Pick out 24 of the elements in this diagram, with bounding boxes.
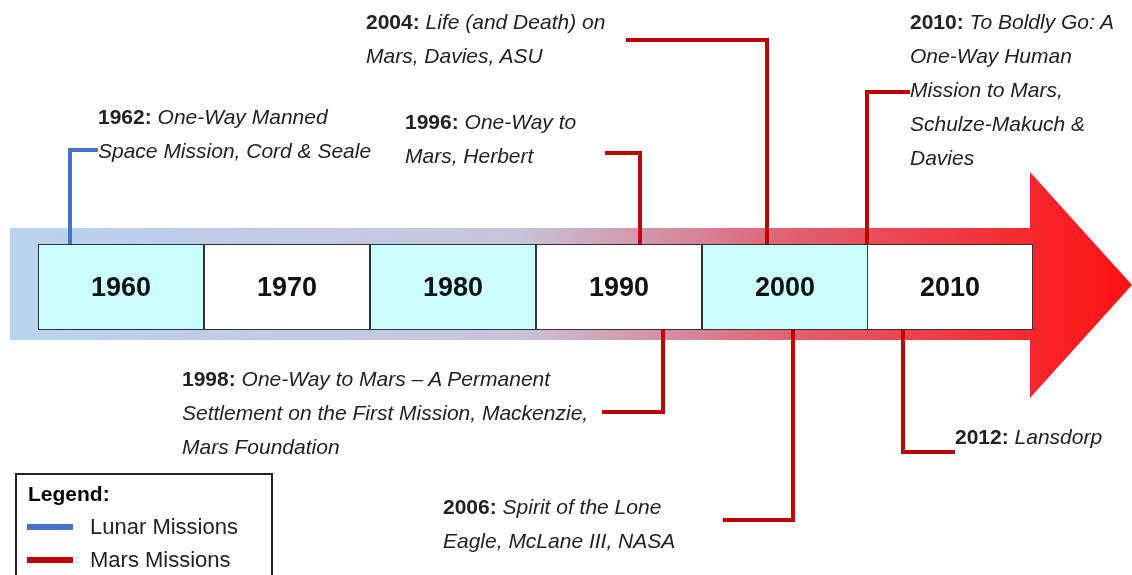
callout-text: 2010: To Boldly Go: A One-Way Human Mission to Mars, Schulze-Makuch & Davies (910, 5, 1132, 175)
leader-line (901, 330, 955, 454)
callout-text: 2012: Lansdorp (955, 420, 1125, 454)
leader-line (626, 38, 769, 244)
leader-line (605, 151, 642, 244)
legend-label: Mars Missions (90, 547, 231, 573)
callout-text: 1998: One-Way to Mars – A Permanent Settlement on the First Mission, Mackenzie, Mars Foundation (182, 362, 602, 464)
callout-text: 1962: One-Way Manned Space Mission, Cord & Seale (98, 100, 388, 168)
year-cell: 2010 (867, 244, 1033, 330)
timeline-arrow (10, 172, 1132, 398)
year-cell: 1970 (204, 244, 370, 330)
callout-text: 2004: Life (and Death) on Mars, Davies, ASU (366, 5, 626, 73)
leader-line (602, 330, 665, 414)
leader-line (865, 90, 910, 244)
legend-label: Lunar Missions (90, 514, 238, 540)
year-cell: 1990 (536, 244, 702, 330)
legend-title: Legend: (28, 482, 110, 506)
callout-text: 2006: Spirit of the Lone Eagle, McLane III, NASA (443, 490, 723, 558)
year-cell: 1980 (370, 244, 536, 330)
year-cell: 2000 (702, 244, 868, 330)
leader-line (723, 330, 795, 522)
leader-line (68, 148, 98, 244)
year-cell: 1960 (38, 244, 204, 330)
callout-text: 1996: One-Way to Mars, Herbert (405, 105, 605, 173)
